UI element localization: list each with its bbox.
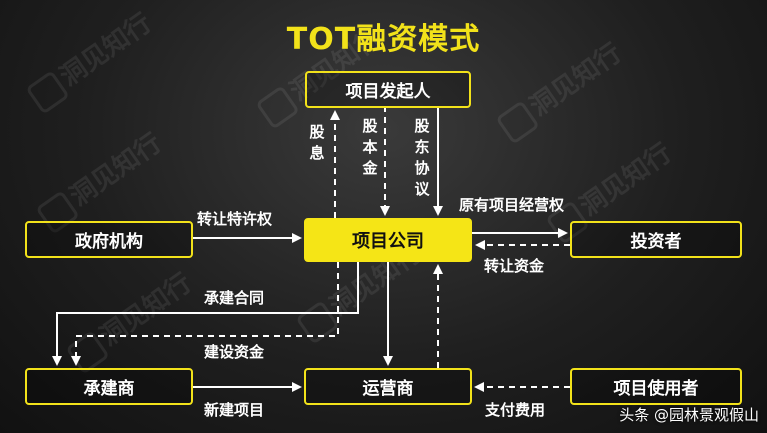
source-credit: 头条 @园林景观假山: [619, 406, 759, 424]
node-government: 政府机构: [25, 221, 193, 258]
label-construction-funds: 建设资金: [204, 343, 265, 361]
label-transfer-funds: 转让资金: [484, 257, 545, 275]
label-dividend: 股息: [309, 123, 325, 162]
node-operator: 运营商: [304, 368, 472, 405]
node-project-user: 项目使用者: [570, 368, 742, 405]
label-equity-capital: 股本金: [362, 117, 378, 177]
label-payment: 支付费用: [485, 401, 546, 419]
label-construction-contract: 承建合同: [204, 289, 265, 307]
node-project-company: 项目公司: [304, 218, 472, 262]
node-sponsor: 项目发起人: [305, 71, 471, 108]
node-investor: 投资者: [570, 221, 742, 258]
label-transfer-franchise: 转让特许权: [197, 210, 273, 228]
label-new-project: 新建项目: [204, 401, 265, 419]
label-shareholder-agreement: 股东协议: [414, 117, 430, 198]
edge-construction-funds: [71, 262, 339, 366]
node-contractor: 承建商: [25, 368, 193, 405]
diagram-title: TOT融资模式: [286, 22, 481, 57]
label-original-operating-right: 原有项目经营权: [459, 196, 565, 214]
edge-construction-contract: [52, 262, 359, 366]
